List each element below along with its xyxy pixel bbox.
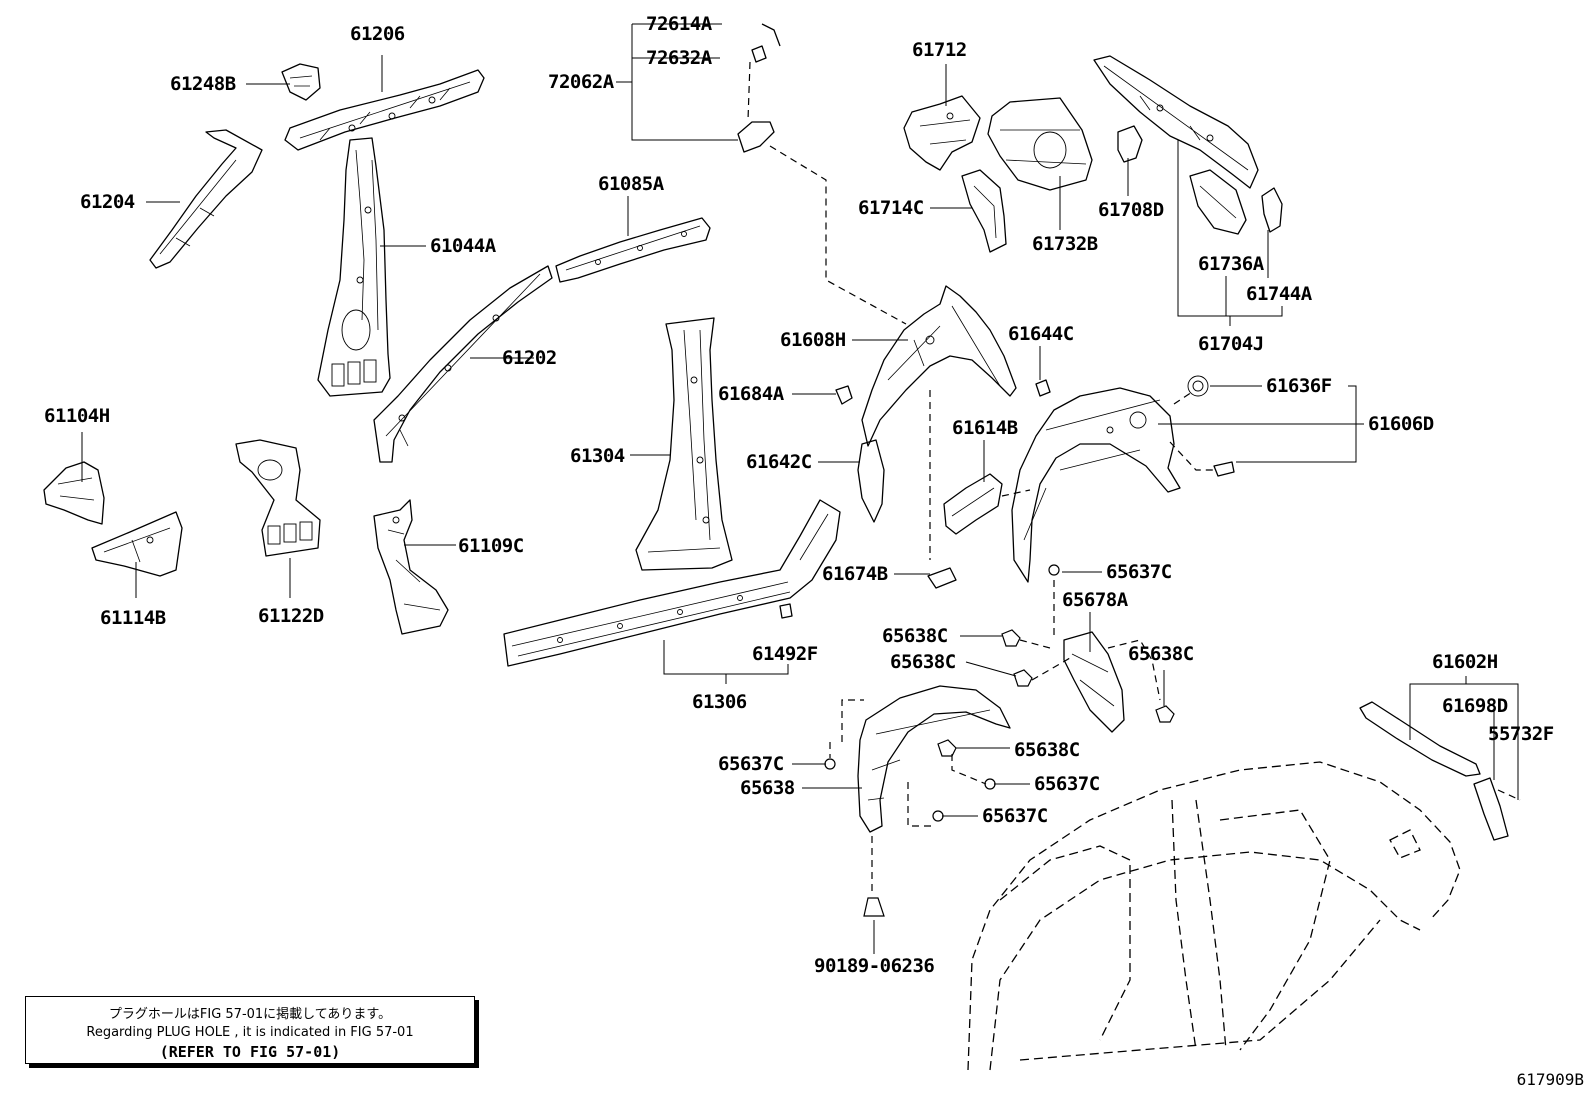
note-japanese: プラグホールはFIG 57-01に掲載してあります。 — [108, 1007, 392, 1022]
label-61306: 61306 — [692, 691, 747, 713]
label-61642C: 61642C — [746, 451, 812, 473]
label-65638C-b: 65638C — [890, 651, 956, 673]
label-61644C: 61644C — [1008, 323, 1074, 345]
part-61712-bracket — [903, 95, 981, 171]
vehicle-body-outline — [967, 761, 1461, 1071]
note-reference: (REFER TO FIG 57-01) — [159, 1043, 341, 1061]
label-65638C-d: 65638C — [1014, 739, 1080, 761]
part-61644C-clip — [1035, 379, 1051, 397]
label-61114B: 61114B — [100, 607, 166, 629]
part-61704J-quarter-panel-upper — [1093, 55, 1259, 189]
part-61736A-bracket — [1189, 169, 1247, 235]
label-65678A: 65678A — [1062, 589, 1129, 611]
leader-lines — [81, 23, 1519, 954]
part-61744A-bracket — [1261, 187, 1283, 233]
part-61104H-bracket — [43, 461, 105, 525]
part-61602H-rail-rear — [1359, 701, 1481, 777]
label-61744A: 61744A — [1246, 283, 1313, 305]
label-65637C-d: 65637C — [982, 805, 1048, 827]
label-61304: 61304 — [570, 445, 625, 467]
label-61636F: 61636F — [1266, 375, 1332, 397]
part-61122D-reinforcement — [235, 439, 321, 557]
label-72614A: 72614A — [646, 13, 713, 35]
label-61712: 61712 — [912, 39, 967, 61]
part-72062A-bracket — [737, 121, 775, 153]
part-72632A-clip — [751, 45, 767, 63]
label-61732B: 61732B — [1032, 233, 1098, 255]
label-61206: 61206 — [350, 23, 405, 45]
part-61642C-bracket — [857, 439, 885, 523]
part-61614B-bracket — [943, 473, 1003, 535]
part-61684A-clip — [835, 385, 853, 405]
part-72614A-wire — [761, 23, 781, 47]
label-65638: 65638 — [740, 777, 795, 799]
label-61714C: 61714C — [858, 197, 924, 219]
label-61602H: 61602H — [1432, 651, 1498, 673]
part-61636F-ring — [1187, 375, 1209, 397]
label-65637C-b: 65637C — [718, 753, 784, 775]
label-61608H: 61608H — [780, 329, 846, 351]
label-61204: 61204 — [80, 191, 135, 213]
part-61606D-tab — [1213, 461, 1235, 477]
label-61674B: 61674B — [822, 563, 888, 585]
part-61248B-bracket — [281, 63, 321, 101]
label-72062A: 72062A — [548, 71, 615, 93]
label-61248B: 61248B — [170, 73, 236, 95]
plug-hole-note: プラグホールはFIG 57-01に掲載してあります。 Regarding PLU… — [25, 996, 475, 1064]
part-61708D-bracket — [1117, 125, 1143, 163]
part-61085A-roof-rail — [555, 217, 711, 283]
part-labels: 61206 61248B 61204 61044A 72614A 72632A … — [44, 13, 1554, 977]
part-61674B-clip — [927, 567, 957, 589]
figure-number: 617909B — [1516, 1070, 1584, 1089]
fastener-clips — [824, 564, 1175, 917]
label-61704J: 61704J — [1198, 333, 1264, 355]
label-61122D: 61122D — [258, 605, 324, 627]
part-61304-pillar-outer — [635, 317, 733, 571]
label-65638C-a: 65638C — [882, 625, 948, 647]
label-90189-06236: 90189-06236 — [814, 955, 934, 977]
label-61085A: 61085A — [598, 173, 665, 195]
label-61109C: 61109C — [458, 535, 524, 557]
label-61044A: 61044A — [430, 235, 497, 257]
part-61044A-center-pillar — [317, 137, 391, 397]
label-55732F: 55732F — [1488, 723, 1554, 745]
part-61109C-bracket — [373, 499, 449, 635]
label-72632A: 72632A — [646, 47, 713, 69]
label-65637C-c: 65637C — [1034, 773, 1100, 795]
part-61492F-clip — [779, 603, 793, 619]
part-65638-fender-liner — [857, 685, 1011, 833]
label-61492F: 61492F — [752, 643, 818, 665]
assembly-dashed-paths — [747, 61, 1521, 896]
label-61614B: 61614B — [952, 417, 1018, 439]
part-61732B-wheelhouse-inner — [987, 97, 1093, 191]
part-61698D-bracket — [1473, 777, 1509, 841]
part-65678A-liner-rear — [1063, 631, 1125, 733]
label-61708D: 61708D — [1098, 199, 1164, 221]
part-61204-pillar — [149, 129, 263, 269]
label-61698D: 61698D — [1442, 695, 1508, 717]
part-61206-roof-side-rail — [284, 69, 485, 151]
label-61684A: 61684A — [718, 383, 785, 405]
label-65637C-a: 65637C — [1106, 561, 1172, 583]
label-61104H: 61104H — [44, 405, 110, 427]
part-61114B-bracket — [91, 511, 183, 577]
label-61606D: 61606D — [1368, 413, 1434, 435]
part-61714C-reinforcement — [961, 169, 1007, 253]
part-61202-front-pillar-rail — [373, 265, 553, 463]
part-61606D-quarter-inner — [1011, 387, 1181, 583]
part-61306-rocker-panel — [503, 499, 841, 667]
label-65638C-c: 65638C — [1128, 643, 1194, 665]
note-english: Regarding PLUG HOLE , it is indicated in… — [86, 1025, 414, 1040]
label-61736A: 61736A — [1198, 253, 1265, 275]
label-61202: 61202 — [502, 347, 557, 369]
